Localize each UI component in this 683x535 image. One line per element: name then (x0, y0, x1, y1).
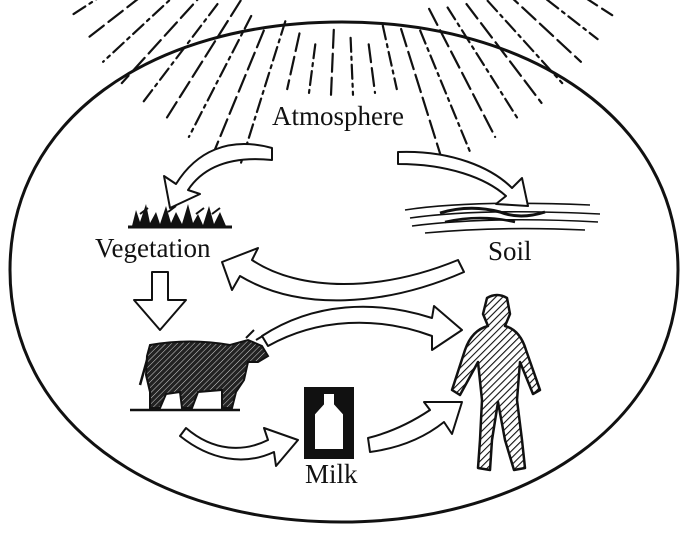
label-atmosphere: Atmosphere (272, 103, 404, 130)
ray-line (309, 44, 315, 93)
human-icon (452, 295, 540, 470)
arrow-vegetation-to-cow (134, 272, 186, 330)
arrow-cow-to-human (262, 306, 462, 350)
ray-line (331, 30, 334, 95)
arrow-atmosphere-to-soil (398, 152, 528, 206)
cow-icon (130, 330, 268, 410)
soil-icon (405, 203, 600, 233)
arrow-cow-to-milk (180, 428, 298, 466)
vegetation-icon (128, 204, 232, 227)
ray-line (369, 44, 375, 93)
ray-line (287, 33, 299, 89)
ray-line (383, 26, 397, 90)
rays-icon (60, 0, 625, 163)
arrow-milk-to-human (368, 402, 462, 452)
arrow-soil-to-vegetation (222, 248, 464, 300)
ray-line (420, 31, 469, 151)
label-vegetation: Vegetation (95, 235, 210, 262)
milk-bottle-icon (305, 388, 353, 458)
ray-line (241, 21, 285, 162)
ray-line (165, 1, 241, 121)
arrow-atmosphere-to-vegetation (164, 144, 272, 208)
ray-line (214, 31, 263, 151)
ray-line (401, 29, 443, 163)
ray-line (351, 38, 353, 95)
label-soil: Soil (488, 238, 532, 265)
ray-line (487, 0, 581, 62)
label-milk: Milk (305, 461, 358, 488)
